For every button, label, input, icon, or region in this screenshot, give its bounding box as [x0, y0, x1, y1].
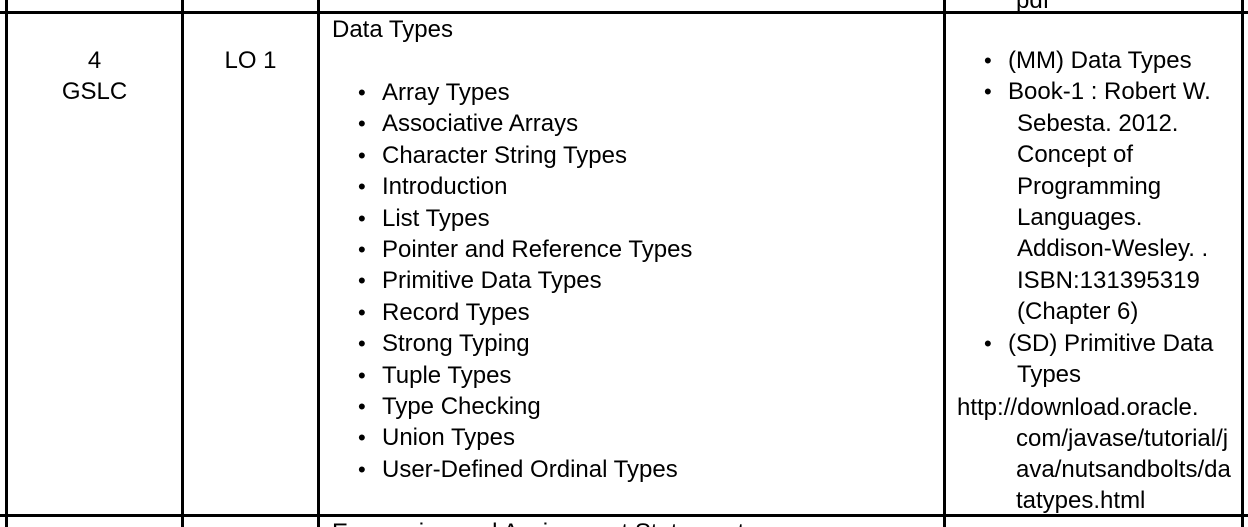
row-divider-top [0, 11, 1248, 14]
bullet-icon: • [358, 205, 366, 231]
topic-label: Pointer and Reference Types [382, 236, 693, 264]
topic-label: Tuple Types [382, 361, 512, 389]
topic-label: Strong Typing [382, 330, 530, 358]
topic-label: Primitive Data Types [382, 267, 602, 295]
reference-text: (Chapter 6) [1017, 298, 1139, 326]
topic-label: Union Types [382, 424, 515, 452]
row-divider-bottom [0, 514, 1248, 517]
reference-item: Sebesta. 2012. [1008, 108, 1213, 139]
topic-item: • User-Defined Ordinal Types [358, 454, 692, 485]
reference-item: • (MM) Data Types [984, 45, 1213, 76]
bullet-icon: • [358, 299, 366, 325]
reference-item: • Book-1 : Robert W. [984, 76, 1213, 107]
reference-item: Languages. [1008, 202, 1213, 233]
bullet-icon: • [358, 80, 366, 105]
bullet-icon: • [358, 362, 366, 388]
reference-item: Addison-Wesley. . [1008, 233, 1213, 264]
bullet-icon: • [358, 174, 366, 200]
reference-url-line-1: http://download.oracle. [957, 394, 1199, 421]
session-number: 4 [87, 47, 102, 74]
reference-text: (MM) Data Types [1008, 47, 1192, 74]
topic-item: • Strong Typing [358, 328, 692, 359]
bullet-icon: • [984, 330, 992, 356]
topic-item: • Type Checking [358, 391, 692, 422]
bullet-icon: • [984, 79, 992, 105]
reference-text: (SD) Primitive Data [1008, 329, 1214, 357]
table-border-left [5, 0, 8, 527]
column-divider-3 [943, 0, 946, 527]
topic-label: User-Defined Ordinal Types [382, 455, 678, 483]
topic-item: • Introduction [358, 171, 692, 202]
topic-label: Introduction [382, 173, 508, 201]
table-border-right [1241, 0, 1244, 527]
reference-url-line-4: tatypes.html [1016, 487, 1146, 514]
topic-list: • Array Types • Associative Arrays • Characte… [358, 77, 693, 485]
topic-item: • Union Types [358, 422, 692, 453]
session-mode: GSLC [61, 78, 128, 105]
reference-text: Book-1 : Robert W. [1008, 78, 1211, 106]
reference-url-line-2: com/javase/tutorial/j [1016, 425, 1229, 452]
clipped-next-topic-title: Expression and Assignment Statements [332, 517, 756, 527]
reference-item: Concept of [1008, 139, 1213, 170]
reference-list: • (MM) Data Types • Book-1 : Robert W. Sebes… [984, 45, 1214, 390]
bullet-icon: • [358, 331, 366, 357]
topic-label: Type Checking [382, 393, 541, 421]
topic-item: • List Types [358, 203, 692, 234]
bullet-icon: • [358, 111, 366, 137]
reference-text: Languages. [1017, 204, 1143, 232]
reference-text: ISBN:131395319 [1017, 266, 1200, 294]
reference-text: Types [1017, 361, 1082, 389]
column-divider-1 [181, 0, 184, 527]
topic-item: • Primitive Data Types [358, 265, 692, 296]
bullet-icon: • [358, 142, 366, 168]
bullet-icon: • [358, 456, 366, 482]
topic-item: • Pointer and Reference Types [358, 234, 693, 265]
reference-text: Programming [1017, 172, 1162, 200]
topic-label: Array Types [382, 79, 510, 106]
clipped-previous-cell-text: pdf [1016, 0, 1050, 14]
reference-item: • (SD) Primitive Data [984, 328, 1214, 359]
topic-label: Associative Arrays [382, 110, 579, 138]
topic-item: • Array Types [358, 77, 692, 108]
bullet-icon: • [358, 425, 366, 451]
bullet-icon: • [358, 394, 366, 420]
reference-item: Programming [1008, 171, 1213, 202]
topic-item: • Record Types [358, 297, 692, 328]
reference-text: Addison-Wesley. . [1017, 235, 1209, 263]
column-divider-2 [317, 0, 320, 527]
topic-item: • Character String Types [358, 140, 692, 171]
reference-item: (Chapter 6) [1008, 296, 1213, 327]
topic-title: Data Types [332, 16, 453, 43]
topic-item: • Tuple Types [358, 360, 692, 391]
learning-outcome: LO 1 [224, 47, 277, 74]
reference-item: Types [1008, 359, 1213, 390]
reference-item: ISBN:131395319 [1008, 265, 1213, 296]
bullet-icon: • [358, 268, 366, 294]
reference-text: Sebesta. 2012. [1017, 109, 1179, 137]
topic-label: Character String Types [382, 141, 628, 169]
bullet-icon: • [358, 237, 366, 263]
reference-url-line-3: ava/nutsandbolts/da [1016, 456, 1231, 483]
topic-label: Record Types [382, 298, 530, 326]
topic-item: • Associative Arrays [358, 108, 692, 139]
reference-text: Concept of [1017, 141, 1134, 169]
topic-label: List Types [382, 204, 490, 232]
bullet-icon: • [984, 48, 992, 73]
